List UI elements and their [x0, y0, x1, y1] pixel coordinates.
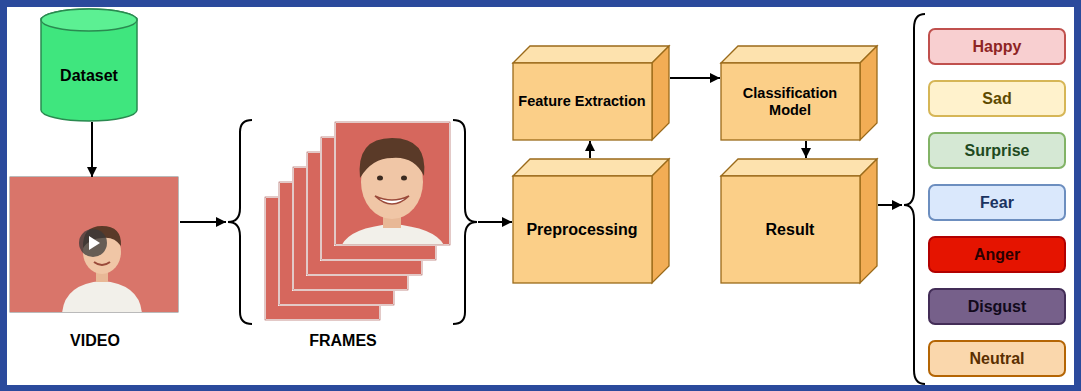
- emotion-label: Disgust: [968, 297, 1027, 316]
- emotion-box: Surprise: [928, 132, 1066, 169]
- emotion-box: Anger: [928, 236, 1066, 273]
- text-area: Disgust: [932, 290, 1062, 323]
- text-area: Preprocessing: [515, 178, 649, 282]
- node-label: Classification Model: [723, 85, 857, 120]
- emotion-label: Sad: [982, 89, 1011, 108]
- flow-arrow: [478, 221, 512, 223]
- left-brace: [228, 120, 252, 324]
- text-area: Classification Model: [723, 65, 857, 139]
- database-cylinder: Dataset: [40, 8, 138, 122]
- cube-outline: [512, 45, 670, 141]
- text-area: Fear: [932, 186, 1062, 219]
- node-label: Preprocessing: [526, 220, 637, 239]
- right-brace: [453, 120, 477, 324]
- caption-label: FRAMES: [309, 331, 377, 350]
- cube-outline: [720, 158, 878, 284]
- text-area: Anger: [932, 238, 1062, 271]
- text-area: Dataset: [44, 34, 134, 118]
- cylinder-outline: [40, 8, 138, 122]
- text-area: Feature Extraction: [515, 65, 649, 139]
- node-label: Feature Extraction: [518, 93, 645, 110]
- flow-arrow: [91, 122, 93, 177]
- flow-arrow: [670, 77, 720, 79]
- emotion-label: Neutral: [969, 349, 1024, 368]
- frame-stack: [265, 122, 450, 320]
- frames-node: FRAMES: [226, 117, 478, 352]
- process-cube: Classification Model: [720, 45, 878, 141]
- process-cube: Feature Extraction: [512, 45, 670, 141]
- text-area: Surprise: [932, 134, 1062, 167]
- node-label: Result: [766, 220, 815, 239]
- flow-arrow: [805, 141, 807, 158]
- caption-label: VIDEO: [70, 331, 120, 350]
- emotion-label: Fear: [980, 193, 1014, 212]
- emotion-label: Anger: [974, 245, 1020, 264]
- emotion-box: Happy: [928, 28, 1066, 65]
- text-area: Result: [723, 178, 857, 282]
- emotion-box: Neutral: [928, 340, 1066, 377]
- text-area: Happy: [932, 30, 1062, 63]
- text-area: Sad: [932, 82, 1062, 115]
- flow-arrow: [180, 221, 226, 223]
- cube-outline: [512, 158, 670, 284]
- emotion-box: Disgust: [928, 288, 1066, 325]
- emotion-label: Happy: [973, 37, 1022, 56]
- text-area: Neutral: [932, 342, 1062, 375]
- result-brace: [904, 14, 925, 384]
- text-area: VIDEO: [10, 330, 180, 352]
- process-cube: Preprocessing: [512, 158, 670, 284]
- result-arrow: [878, 204, 902, 206]
- video-still: [10, 177, 178, 314]
- emotion-box: Sad: [928, 80, 1066, 117]
- flow-arrow: [589, 141, 591, 158]
- text-area: FRAMES: [226, 330, 460, 352]
- emotion-box: Fear: [928, 184, 1066, 221]
- video-node: VIDEO: [10, 177, 180, 352]
- emotion-label: Surprise: [965, 141, 1030, 160]
- process-cube: Result: [720, 158, 878, 284]
- node-label: Dataset: [60, 66, 118, 85]
